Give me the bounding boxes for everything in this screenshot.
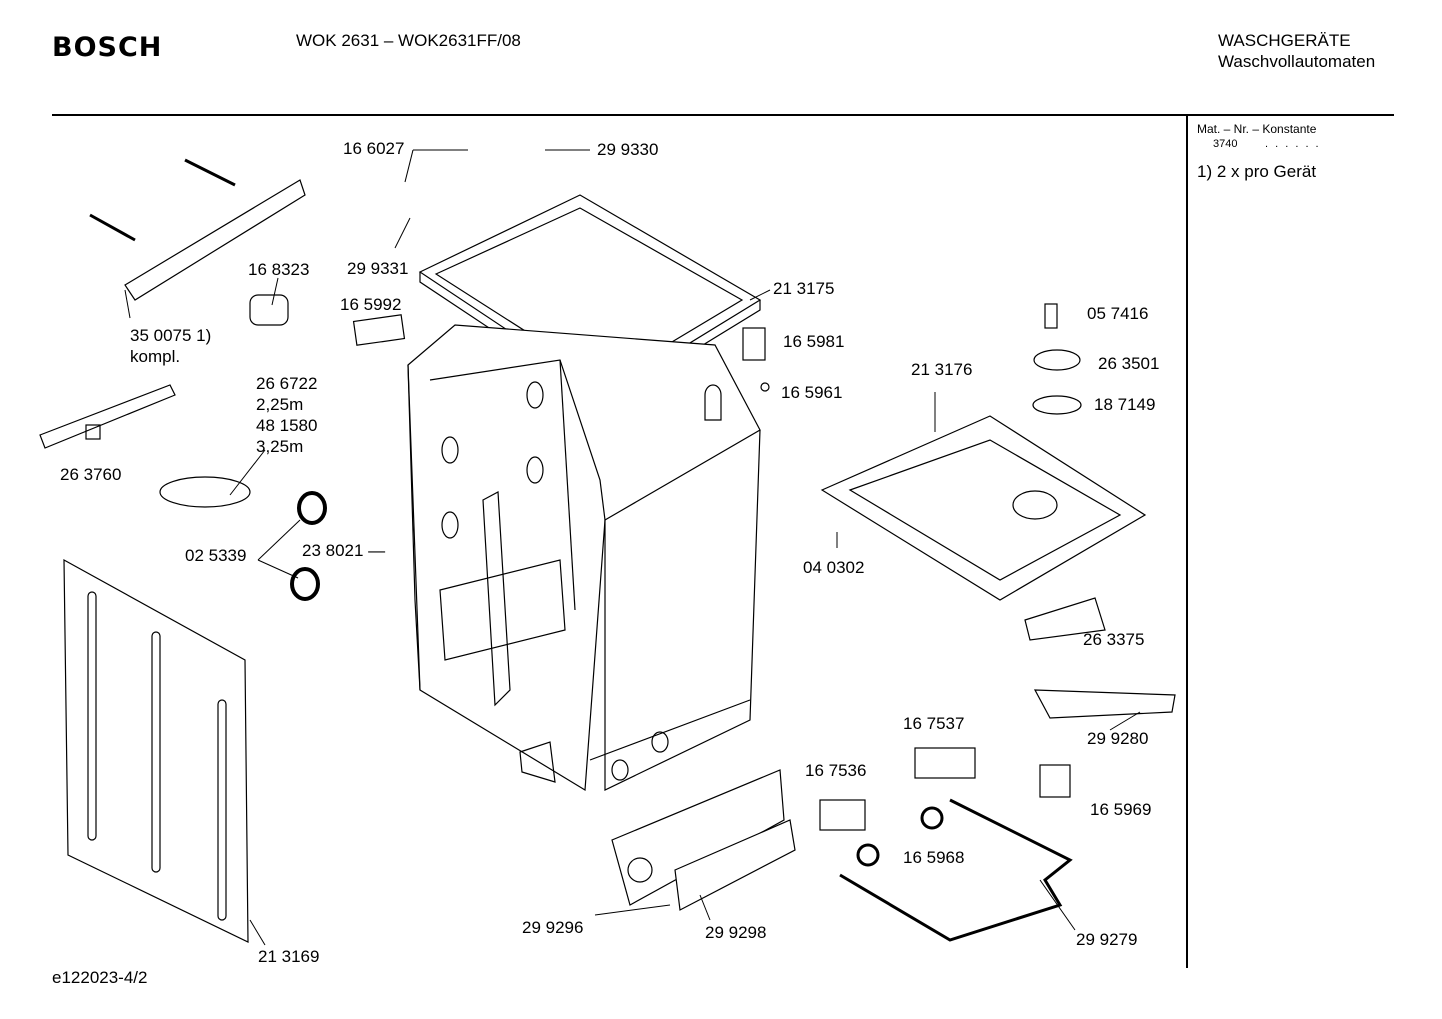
base-frame [820,415,1147,601]
power-cable [159,476,251,508]
side-panel [63,558,249,943]
small-parts [249,294,1176,867]
part-label: 16 8323 [248,260,310,279]
part-label: 26 3501 [1098,354,1160,373]
part-label: 16 7537 [903,714,965,733]
wrench-tool [39,384,176,449]
document-reference: e122023-4/2 [52,968,148,987]
part-label: 05 7416 [1087,304,1149,323]
part-label: 29 9279 [1076,930,1138,949]
cabinet-body [407,324,761,792]
part-label: 02 5339 [185,546,247,565]
part-label: 18 7149 [1094,395,1156,414]
part-label: 48 1580 [256,416,318,435]
sidebar-divider [1186,116,1188,968]
transport-brace [89,158,306,301]
part-label: 21 3175 [773,279,835,298]
part-label: 16 5969 [1090,800,1152,819]
part-label: 04 0302 [803,558,865,577]
part-label: 2,25m [256,395,304,414]
hose-loop [839,798,1073,942]
mat-nr-value: 3740 [1213,138,1238,150]
category-subtitle: Waschvollautomaten [1218,52,1376,71]
category-title: WASCHGERÄTE [1218,31,1351,50]
mat-nr-dots: . . . . . . [1265,138,1321,150]
part-label: 29 9298 [705,923,767,942]
part-label: 26 3760 [60,465,122,484]
part-label: 21 3176 [911,360,973,379]
footnote: 1) 2 x pro Gerät [1197,162,1317,181]
part-label: kompl. [130,347,181,366]
part-label: 29 9296 [522,918,584,937]
part-label: 16 5968 [903,848,965,867]
leader-lines [124,149,1141,946]
mat-nr-label: Mat. – Nr. – Konstante [1197,122,1317,136]
brand-logo: BOSCH [52,32,163,63]
part-label: 26 6722 [256,374,318,393]
seal-rings [290,491,327,601]
part-label: 26 3375 [1083,630,1145,649]
part-label: 16 5961 [781,383,843,402]
part-label: 35 0075 1) [130,326,212,345]
part-label: 16 7536 [805,761,867,780]
part-label: 29 9280 [1087,729,1149,748]
control-panel [611,769,796,911]
part-label: 16 5992 [340,295,402,314]
part-label: 29 9330 [597,140,659,159]
part-label: 16 6027 [343,139,405,158]
part-label: 29 9331 [347,259,409,278]
part-label: 3,25m [256,437,304,456]
header-divider [52,114,1394,116]
part-label: 21 3169 [258,947,320,966]
model-title: WOK 2631 – WOK2631FF/08 [296,31,521,50]
part-label: 16 5981 [783,332,845,351]
part-label: 23 8021 — [302,541,386,560]
